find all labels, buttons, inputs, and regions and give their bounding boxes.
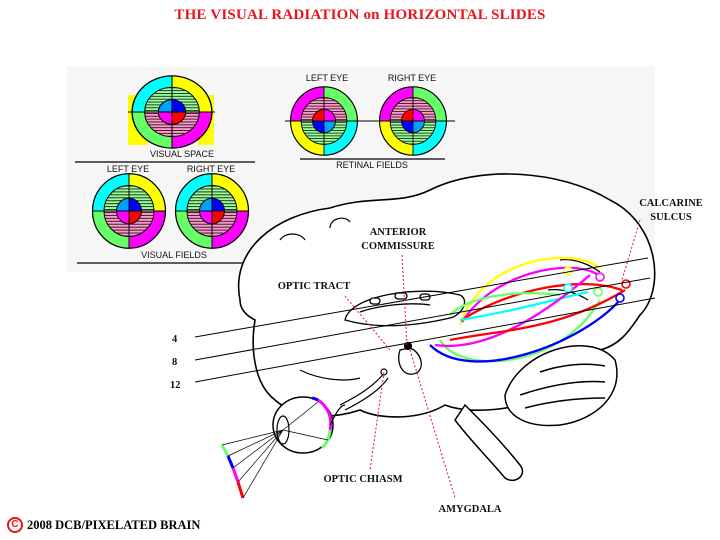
slice-4-label: 4 [172,334,178,345]
visual-fields-label: VISUAL FIELDS [141,250,207,260]
retinal-fields-label: RETINAL FIELDS [336,160,408,170]
page-title: THE VISUAL RADIATION on HORIZONTAL SLIDE… [174,7,546,23]
visual-fields-left-eye-label: LEFT EYE [107,164,149,174]
visual-field-object [220,401,329,499]
slice-12-label: 12 [170,380,181,391]
optic-chiasm-label: OPTIC CHIASM [323,474,402,485]
leader-lines [344,219,641,499]
retinal-left-eye-label: LEFT EYE [306,73,348,83]
copyright-text: 2008 DCB/PIXELATED BRAIN [27,517,201,532]
slice-8-label: 8 [172,357,177,368]
cerebellum [504,345,618,427]
visual-field-right-eye [174,173,250,249]
visual-field-left-eye [91,173,167,249]
brainstem [454,403,524,482]
retinal-right-eye-label: RIGHT EYE [388,73,436,83]
optic-tract [339,341,413,411]
brain-sulci [279,217,601,381]
calcarine-terminals [563,266,631,303]
copyright: C 2008 DCB/PIXELATED BRAIN [7,517,200,533]
visual-space-diagram [128,75,215,149]
visual-space-label: VISUAL SPACE [150,149,214,159]
calcarine-sulcus-label-line1: CALCARINE [639,198,703,209]
amygdala-label: AMYGDALA [439,504,502,515]
copyright-icon: C [7,517,23,533]
visual-fields-right-eye-label: RIGHT EYE [187,164,235,174]
anterior-commissure-label-line2: COMMISSURE [361,241,435,252]
slice-lines [194,257,656,383]
optic-tract-label: OPTIC TRACT [278,281,350,292]
anterior-commissure-label-line1: ANTERIOR [370,227,427,238]
calcarine-sulcus-label-line2: SULCUS [650,212,692,223]
